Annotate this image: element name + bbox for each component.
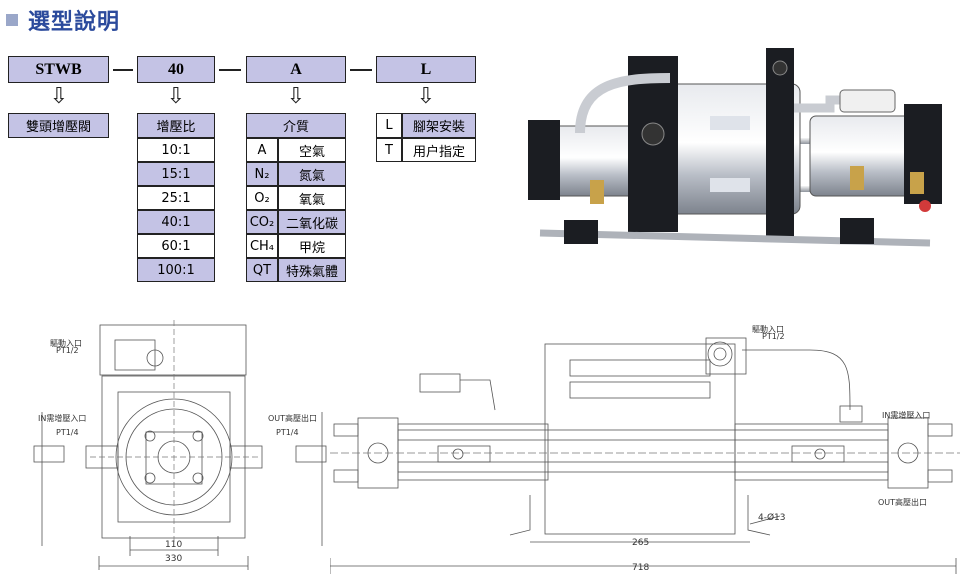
inlet-port-label: IN需增壓入口 [882,411,931,420]
medium-name: 甲烷 [278,234,346,258]
medium-code: O₂ [246,186,278,210]
medium-name: 空氣 [278,138,346,162]
medium-code: N₂ [246,162,278,186]
title-bullet [6,14,18,26]
dim-inner: 110 [165,540,183,550]
side-view-drawing [330,337,960,574]
medium-code: CH₄ [246,234,278,258]
outlet-port-thread: PT1/4 [276,428,299,437]
ratio-table: 增壓比 10:1 15:1 25:1 40:1 60:1 100:1 [137,113,215,282]
code-box-ratio: 40 [137,56,215,83]
mount-table: L 腳架安裝 T 用户指定 [376,113,476,162]
ratio-row: 100:1 [137,258,215,282]
outlet-port-label: OUT高壓出口 [268,414,318,423]
outlet-port-label: OUT高壓出口 [878,498,928,507]
mounting-holes-label: 4-Ø13 [758,513,786,523]
mount-name: 腳架安裝 [402,113,476,138]
ratio-row: 10:1 [137,138,215,162]
front-view-drawing [33,320,327,570]
medium-name: 氧氣 [278,186,346,210]
medium-code: QT [246,258,278,282]
mount-code: T [376,138,402,162]
inlet-port-thread: PT1/4 [56,428,79,437]
medium-name: 氮氣 [278,162,346,186]
down-arrow-icon: ⇩ [416,84,436,109]
separator-dash [350,69,372,71]
medium-table: 介質 A 空氣 N₂ 氮氣 O₂ 氧氣 CO₂ 二氧化碳 CH₄ 甲烷 QT 特… [246,113,346,282]
drive-port-thread: PT1/2 [762,332,785,341]
page-title: 選型說明 [6,4,120,36]
down-arrow-icon: ⇩ [286,84,306,109]
code-box-mount: L [376,56,476,83]
drive-port-label: 驅動入口 [752,325,784,334]
dim-outer: 330 [165,554,183,564]
inlet-port-label: IN需增壓入口 [38,414,87,423]
down-arrow-icon: ⇩ [49,84,69,109]
code-box-medium: A [246,56,346,83]
separator-dash [113,69,133,71]
down-arrow-icon: ⇩ [166,84,186,109]
title-text: 選型說明 [28,10,121,35]
code-box-series: STWB [8,56,109,83]
dim-total: 718 [632,563,650,573]
ratio-row: 40:1 [137,210,215,234]
ratio-row: 15:1 [137,162,215,186]
booster-product-photo [528,48,942,247]
ratio-row: 25:1 [137,186,215,210]
ratio-row: 60:1 [137,234,215,258]
dim-mount: 265 [632,538,650,548]
drive-port-label: 驅動入口 [50,339,82,348]
medium-name: 二氧化碳 [278,210,346,234]
medium-table-header: 介質 [246,113,346,138]
mount-code: L [376,113,402,138]
medium-name: 特殊氣體 [278,258,346,282]
ratio-table-header: 增壓比 [137,113,215,138]
separator-dash [219,69,241,71]
series-table-header: 雙頭增壓閥 [8,113,109,138]
mount-name: 用户指定 [402,138,476,162]
medium-code: CO₂ [246,210,278,234]
drive-port-thread: PT1/2 [56,346,79,355]
medium-code: A [246,138,278,162]
